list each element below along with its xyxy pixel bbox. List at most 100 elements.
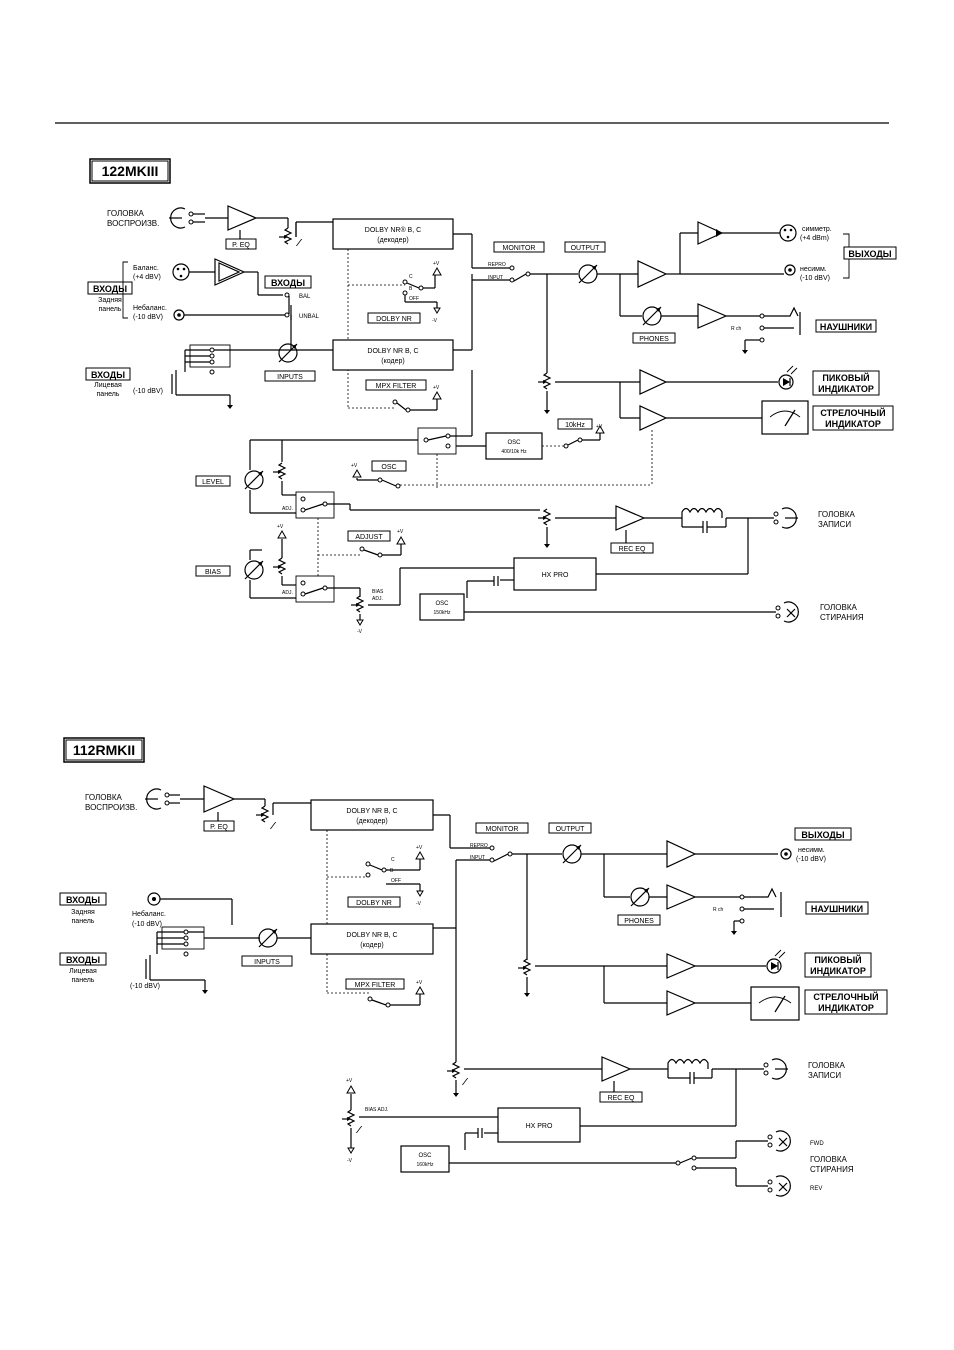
svg-text:(+4 dBV): (+4 dBV) — [133, 274, 161, 281]
svg-text:ВОСПРОИЗВ.: ВОСПРОИЗВ. — [107, 219, 159, 228]
svg-text:OFF: OFF — [409, 296, 419, 302]
rec-eq-label: REC EQ — [619, 546, 646, 553]
svg-text:ИНДИКАТОР: ИНДИКАТОР — [825, 419, 881, 429]
svg-text:Задняя: Задняя — [71, 909, 95, 916]
svg-text:+V: +V — [596, 424, 603, 430]
svg-text:(кодер): (кодер) — [360, 942, 383, 949]
rca-output-icon — [784, 264, 796, 276]
svg-text:Небаланс.: Небаланс. — [132, 910, 166, 918]
osc-test-box — [485, 432, 543, 460]
svg-text:панель: панель — [97, 391, 120, 398]
phones-label: PHONES — [639, 336, 669, 343]
bias-knob-icon — [244, 560, 264, 580]
rca-output-icon — [780, 848, 792, 860]
xlr-output-icon — [779, 224, 797, 242]
svg-text:ВОСПРОИЗВ.: ВОСПРОИЗВ. — [85, 803, 137, 812]
svg-text:панель: панель — [72, 918, 95, 925]
svg-text:DOLBY NR B, C: DOLBY NR B, C — [367, 348, 418, 355]
model-title: 112RMKII — [73, 742, 135, 758]
record-head-label: ГОЛОВКА — [808, 1061, 845, 1070]
svg-text:HX PRO: HX PRO — [526, 1123, 553, 1130]
svg-text:+V: +V — [433, 385, 440, 391]
dolby-encoder-box — [310, 923, 434, 955]
playback-level-pot-icon — [278, 227, 292, 245]
adjust-label: ADJUST — [355, 534, 383, 541]
inputs-label: ВХОДЫ — [271, 278, 305, 288]
level-knob-icon — [244, 470, 264, 490]
svg-text:СТИРАНИЯ: СТИРАНИЯ — [820, 613, 864, 622]
dolby-nr-label: DOLBY NR — [356, 900, 392, 907]
dolby-encoder-box — [332, 339, 454, 371]
inputs-knob-label: INPUTS — [254, 959, 280, 966]
svg-text:несимм.: несимм. — [800, 266, 827, 273]
svg-text:DOLBY NR® B, C: DOLBY NR® B, C — [365, 226, 421, 234]
record-head-icon — [773, 507, 799, 529]
svg-text:Баланс.: Баланс. — [133, 265, 159, 272]
svg-text:OSC: OSC — [507, 440, 521, 446]
model-label-frame — [63, 737, 145, 763]
peak-led-icon — [766, 958, 782, 974]
front-inputs-label: ВХОДЫ — [91, 370, 125, 380]
hx-pro-box — [513, 557, 597, 591]
svg-text:ADJ.: ADJ. — [372, 596, 383, 602]
svg-text:B: B — [409, 286, 413, 292]
record-head-label: ГОЛОВКА — [818, 510, 855, 519]
meter-indicator-label: СТРЕЛОЧНЫЙ — [813, 991, 878, 1002]
svg-text:INPUT: INPUT — [488, 275, 503, 281]
svg-text:Лицевая: Лицевая — [94, 382, 122, 389]
erase-head-rev-icon — [767, 1175, 791, 1197]
erase-head-icon — [775, 601, 799, 623]
svg-text:симметр.: симметр. — [802, 226, 832, 233]
osc-label: OSC — [381, 464, 396, 471]
svg-text:UNBAL: UNBAL — [299, 314, 320, 320]
svg-text:ИНДИКАТОР: ИНДИКАТОР — [818, 1003, 874, 1013]
svg-text:(декодер): (декодер) — [377, 237, 408, 244]
svg-text:+V: +V — [351, 463, 358, 469]
svg-text:-V: -V — [347, 1158, 353, 1164]
level-label: LEVEL — [202, 479, 224, 486]
10khz-label: 10kHz — [565, 422, 585, 429]
mpx-filter-label: MPX FILTER — [376, 383, 417, 390]
record-head-icon — [763, 1058, 789, 1080]
rear-inputs-label: ВХОДЫ — [66, 895, 100, 905]
phones-knob-icon — [642, 306, 662, 326]
svg-text:СТИРАНИЯ: СТИРАНИЯ — [810, 1165, 854, 1174]
svg-text:панель: панель — [72, 977, 95, 984]
svg-text:(-10 dBV): (-10 dBV) — [130, 983, 160, 990]
peak-led-icon — [778, 374, 794, 390]
model-label-frame — [89, 158, 171, 184]
phones-label: PHONES — [624, 918, 654, 925]
inputs-knob-icon — [258, 928, 278, 948]
svg-text:⁄: ⁄ — [269, 821, 277, 832]
svg-text:(-10 dBV): (-10 dBV) — [132, 921, 162, 928]
hx-pro-box — [497, 1107, 581, 1143]
svg-text:+V: +V — [433, 261, 440, 267]
svg-text:ADJ.: ADJ. — [282, 590, 293, 596]
p-eq-label: P. EQ — [210, 824, 228, 831]
svg-text:-V: -V — [432, 318, 438, 324]
outputs-label: ВЫХОДЫ — [801, 830, 844, 840]
headphones-label: НАУШНИКИ — [811, 904, 863, 914]
svg-text:B: B — [390, 868, 394, 874]
svg-text:Задняя: Задняя — [98, 297, 122, 304]
svg-text:(кодер): (кодер) — [381, 358, 404, 365]
svg-text:-V: -V — [357, 629, 363, 635]
inputs-knob-label: INPUTS — [277, 374, 303, 381]
xlr-input-icon — [172, 263, 190, 281]
bias-label: BIAS — [205, 569, 221, 576]
svg-text:⁄: ⁄ — [461, 1077, 469, 1088]
svg-text:несимм.: несимм. — [798, 847, 825, 854]
rec-coil-icon — [681, 507, 723, 518]
model-title: 122MKIII — [102, 163, 159, 179]
svg-text:ИНДИКАТОР: ИНДИКАТОР — [818, 384, 874, 394]
svg-text:⁄: ⁄ — [295, 238, 303, 249]
svg-text:BIAS: BIAS — [372, 589, 384, 595]
outputs-label: ВЫХОДЫ — [848, 249, 891, 259]
peak-indicator-label: ПИКОВЫЙ — [822, 372, 869, 383]
svg-text:(-10 dBV): (-10 dBV) — [800, 275, 830, 282]
inputs-knob-icon — [278, 343, 298, 363]
osc-bias-box — [419, 593, 465, 621]
front-inputs-label: ВХОДЫ — [66, 955, 100, 965]
rear-inputs-label: ВХОДЫ — [93, 284, 127, 294]
